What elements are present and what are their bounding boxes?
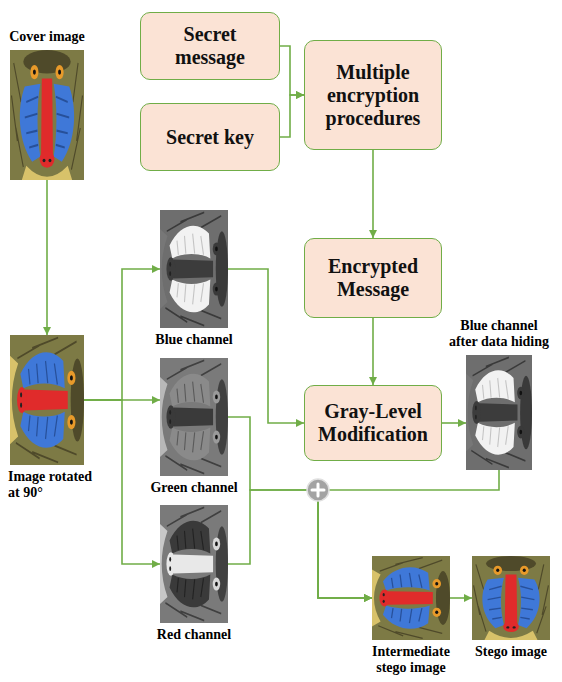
process-box: Secret key: [140, 103, 280, 171]
flow-arrow: [84, 400, 160, 564]
image-caption: Green channel: [144, 480, 244, 496]
image-caption: Blue channel: [144, 332, 244, 348]
flow-arrow: [442, 422, 466, 424]
rotated-picture: [10, 335, 84, 465]
box-label: Gray-Level Modification: [312, 400, 434, 446]
process-box: Multiple encryption procedures: [304, 40, 442, 150]
image-caption: Stego image: [463, 644, 559, 660]
image-caption: Red channel: [144, 627, 244, 643]
image-panel: Green channel: [160, 358, 228, 476]
image-caption: Intermediate stego image: [363, 644, 459, 676]
process-box: Secret message: [140, 12, 280, 80]
flow-arrow: [280, 95, 304, 137]
flow-arrow: [450, 597, 472, 599]
image-caption: Blue channel after data hiding: [446, 318, 552, 350]
flow-arrow: [84, 269, 160, 400]
image-caption: Image rotated at 90°: [8, 469, 100, 501]
flow-arrow: [228, 490, 372, 598]
green-channel-picture: [160, 358, 228, 476]
cover-picture: [10, 50, 84, 180]
flow-arrow: [280, 46, 304, 95]
blue-channel-picture: [160, 210, 228, 328]
flow-arrow: [372, 318, 374, 385]
image-panel: Stego image: [472, 556, 550, 640]
image-panel: Blue channel after data hiding: [466, 355, 532, 470]
image-caption: Cover image: [2, 29, 92, 45]
image-panel: Cover image: [10, 50, 84, 180]
image-panel: Red channel: [160, 505, 228, 623]
process-box: Gray-Level Modification: [304, 385, 442, 461]
box-label: Encrypted Message: [312, 255, 434, 301]
box-label: Secret message: [148, 23, 272, 69]
image-panel: Intermediate stego image: [372, 556, 450, 640]
image-panel: Blue channel: [160, 210, 228, 328]
adder-symbol: [307, 479, 329, 501]
red-channel-picture: [160, 505, 228, 623]
flow-arrow: [46, 180, 48, 335]
box-label: Secret key: [148, 126, 272, 149]
flow-arrow: [372, 150, 374, 238]
box-label: Multiple encryption procedures: [312, 61, 434, 130]
intermediate-picture: [372, 556, 450, 640]
blue-hidden-picture: [466, 355, 532, 470]
stego-picture: [472, 556, 550, 640]
image-panel: Image rotated at 90°: [10, 335, 84, 465]
flow-arrow: [228, 269, 304, 423]
process-box: Encrypted Message: [304, 238, 442, 318]
